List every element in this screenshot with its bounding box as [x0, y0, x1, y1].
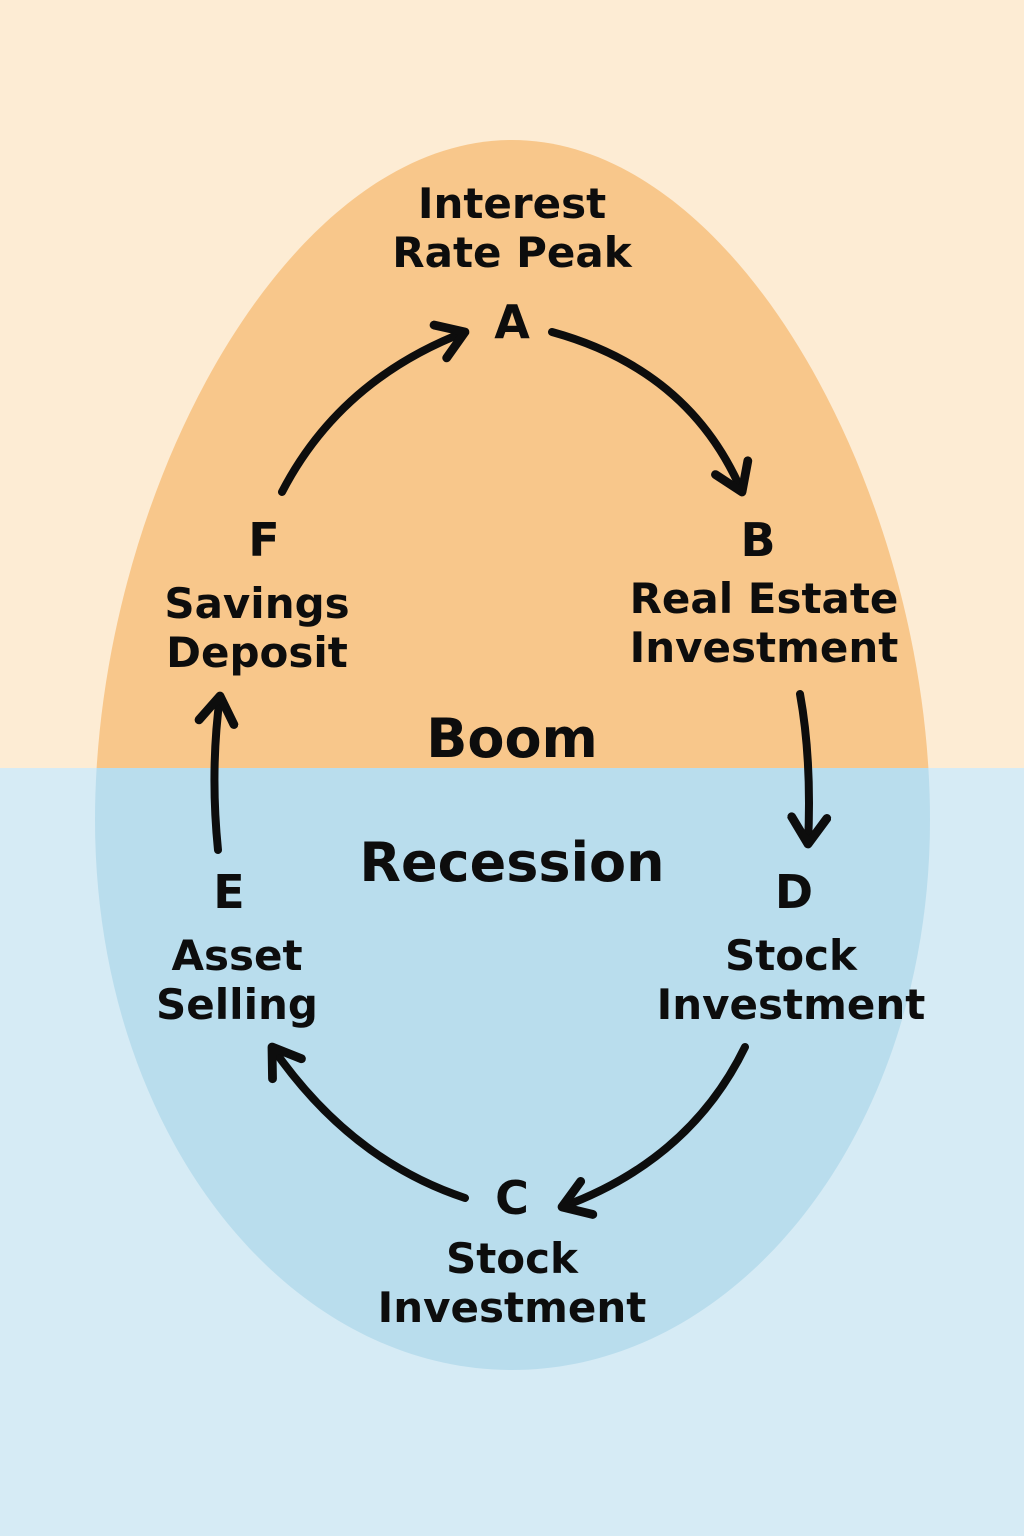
- stage-c-description: Stock Investment: [367, 1234, 657, 1332]
- stage-a-line2: Rate Peak: [392, 227, 632, 277]
- stage-a-letter: A: [494, 295, 530, 349]
- stage-f-letter: F: [248, 513, 280, 567]
- stage-b-line1: Real Estate: [629, 574, 899, 623]
- egg-recession-half: [95, 768, 930, 1370]
- stage-d-line1: Stock: [724, 931, 857, 980]
- phase-recession-label: Recession: [359, 831, 665, 894]
- stage-c-line2: Investment: [377, 1282, 647, 1332]
- stage-e-line2: Selling: [156, 979, 318, 1029]
- arrow-f-to-a: [278, 320, 470, 496]
- stage-f-description: Savings Deposit: [132, 579, 382, 677]
- stage-a-description: Interest Rate Peak: [362, 179, 662, 277]
- stage-d-line2: Investment: [656, 979, 926, 1029]
- arrow-b-to-d: [787, 690, 832, 849]
- stage-f-line2: Deposit: [166, 627, 348, 677]
- stage-c-letter: C: [495, 1171, 529, 1225]
- arrow-c-to-e: [267, 1042, 469, 1202]
- stage-f-line1: Savings: [164, 579, 350, 628]
- stage-e-description: Asset Selling: [112, 931, 362, 1029]
- stage-c-line1: Stock: [445, 1234, 578, 1283]
- egg-boom-half: [96, 140, 929, 768]
- stage-d-description: Stock Investment: [646, 931, 936, 1029]
- stage-d-letter: D: [774, 865, 814, 919]
- stage-b-description: Real Estate Investment: [614, 574, 914, 672]
- stage-a-line1: Interest: [417, 179, 607, 228]
- stage-b-line2: Investment: [629, 622, 899, 672]
- stage-e-line1: Asset: [171, 931, 303, 980]
- arrow-e-to-f: [194, 691, 239, 854]
- arrow-d-to-c: [557, 1043, 749, 1219]
- stage-e-letter: E: [213, 865, 245, 919]
- phase-boom-label: Boom: [426, 707, 598, 770]
- arrow-a-to-b: [548, 328, 753, 497]
- stage-b-letter: B: [740, 513, 776, 567]
